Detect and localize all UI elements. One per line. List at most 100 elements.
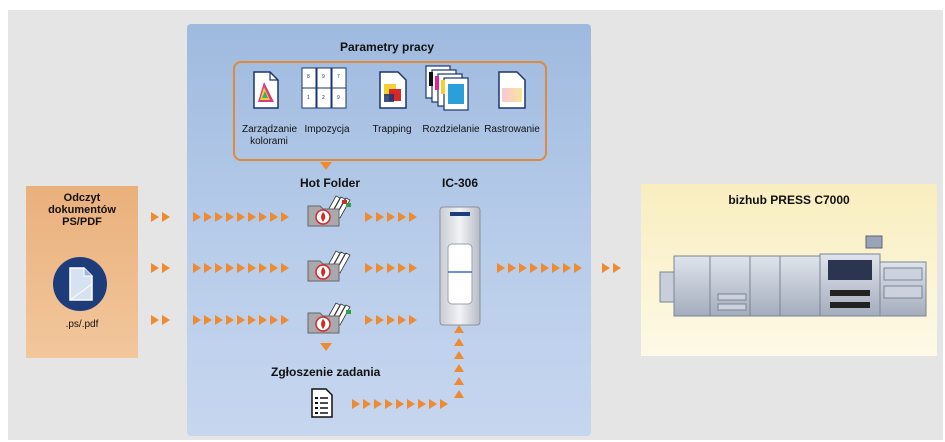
param-label-separation: Rozdzielanie	[422, 124, 480, 135]
flow-arrow	[376, 263, 384, 273]
svg-text:2: 2	[322, 95, 325, 101]
flow-arrow	[248, 263, 256, 273]
flow-arrow	[497, 263, 505, 273]
controller-server-icon	[439, 206, 481, 326]
source-title: Odczyt dokumentów PS/PDF	[48, 192, 116, 228]
flow-arrow	[259, 212, 267, 222]
job-ticket-icon	[311, 388, 333, 418]
flow-arrow	[398, 212, 406, 222]
flow-arrow	[237, 315, 245, 325]
flow-arrow	[162, 263, 170, 273]
flow-arrow	[574, 263, 582, 273]
flow-arrow	[440, 399, 448, 409]
flow-arrow	[363, 399, 371, 409]
flow-arrow	[259, 315, 267, 325]
flow-arrow	[530, 263, 538, 273]
flow-arrow	[407, 399, 415, 409]
flow-arrow	[387, 315, 395, 325]
flow-arrow	[215, 212, 223, 222]
flow-arrow	[259, 263, 267, 273]
flow-arrow	[270, 212, 278, 222]
hotfolder-icon	[307, 195, 351, 227]
flow-arrow	[376, 315, 384, 325]
flow-arrow	[563, 263, 571, 273]
flow-arrow	[519, 263, 527, 273]
flow-arrow	[454, 338, 464, 346]
flow-arrow	[454, 364, 464, 372]
flow-arrow	[270, 263, 278, 273]
flow-arrow	[365, 263, 373, 273]
flow-arrow	[281, 315, 289, 325]
flow-arrow	[237, 263, 245, 273]
flow-arrow	[226, 315, 234, 325]
flow-arrow	[204, 315, 212, 325]
flow-arrow	[281, 263, 289, 273]
job-ticket-title: Zgłoszenie zadania	[271, 365, 381, 379]
flow-arrow	[552, 263, 560, 273]
flow-arrow	[409, 315, 417, 325]
imposition-icon: 8 9 7 1 2 9	[301, 67, 347, 109]
flow-arrow	[418, 399, 426, 409]
flow-arrow	[454, 325, 464, 333]
source-file-label: .ps/.pdf	[65, 319, 99, 330]
flow-arrow	[396, 399, 404, 409]
hotfolder-title: Hot Folder	[300, 176, 360, 190]
document-icon	[53, 257, 107, 311]
flow-arrow	[215, 263, 223, 273]
separation-icon	[425, 65, 469, 111]
param-label-color-management: Zarządzanie kolorami	[242, 124, 298, 147]
flow-arrow	[270, 315, 278, 325]
svg-text:9: 9	[337, 95, 340, 101]
flow-arrow	[374, 399, 382, 409]
svg-text:8: 8	[307, 74, 310, 80]
flow-arrow	[409, 212, 417, 222]
flow-arrow	[352, 399, 360, 409]
param-label-trapping: Trapping	[372, 124, 412, 135]
svg-text:9: 9	[322, 74, 325, 80]
flow-arrow	[237, 212, 245, 222]
hotfolder-icon	[307, 302, 351, 334]
controller-title: IC-306	[442, 176, 479, 190]
flow-arrow	[151, 263, 159, 273]
flow-arrow	[365, 315, 373, 325]
flow-arrow	[376, 212, 384, 222]
flow-arrow	[248, 212, 256, 222]
flow-arrow	[215, 315, 223, 325]
flow-arrow	[454, 351, 464, 359]
flow-arrow	[151, 315, 159, 325]
hotfolder-icon	[307, 250, 351, 282]
params-box	[233, 61, 547, 161]
flow-arrow	[193, 212, 201, 222]
printer-machine-icon	[659, 235, 927, 317]
flow-arrow	[162, 315, 170, 325]
flow-arrow	[248, 315, 256, 325]
flow-arrow	[204, 263, 212, 273]
flow-arrow	[281, 212, 289, 222]
svg-text:1: 1	[307, 95, 310, 101]
rasterization-icon	[498, 71, 526, 109]
flow-arrow	[204, 212, 212, 222]
hotfolder-down-arrow	[320, 343, 332, 351]
flow-arrow	[385, 399, 393, 409]
flow-arrow	[429, 399, 437, 409]
param-label-imposition: Impozycja	[304, 124, 350, 135]
params-down-arrow	[320, 162, 332, 170]
flow-arrow	[365, 212, 373, 222]
flow-arrow	[193, 263, 201, 273]
svg-text:7: 7	[337, 74, 340, 80]
flow-arrow	[398, 315, 406, 325]
flow-arrow	[602, 263, 610, 273]
flow-arrow	[398, 263, 406, 273]
flow-arrow	[226, 212, 234, 222]
flow-arrow	[226, 263, 234, 273]
flow-arrow	[162, 212, 170, 222]
color-management-icon	[253, 71, 279, 109]
flow-arrow	[409, 263, 417, 273]
flow-arrow	[454, 390, 464, 398]
flow-arrow	[387, 212, 395, 222]
flow-arrow	[508, 263, 516, 273]
flow-arrow	[387, 263, 395, 273]
flow-arrow	[151, 212, 159, 222]
flow-arrow	[613, 263, 621, 273]
